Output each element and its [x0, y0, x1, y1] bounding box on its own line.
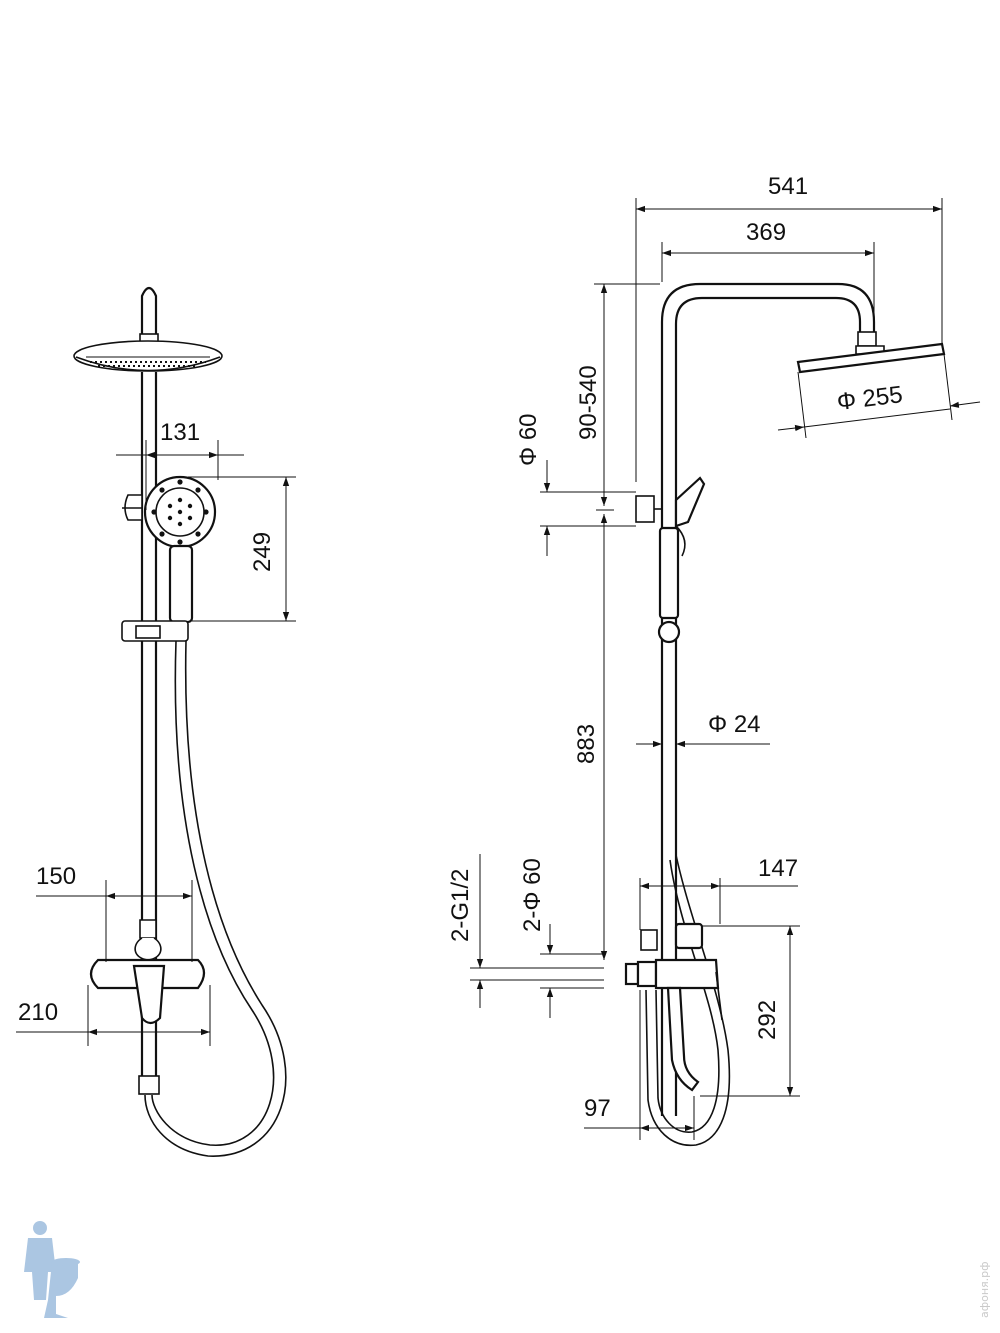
dim-97-label: 97 [584, 1095, 611, 1122]
hand-shower-side [657, 526, 681, 644]
dim-292-label: 292 [754, 1000, 781, 1040]
plumber-mascot-logo [24, 1221, 80, 1318]
dim-bracket-60-label: Φ 60 [515, 413, 542, 466]
dim-255-label: Φ 255 [835, 381, 904, 416]
dim-150-label: 150 [36, 863, 76, 890]
dim-90-540-label: 90-540 [575, 365, 602, 440]
riser-pipe-side [660, 282, 877, 1116]
mixer-side [624, 922, 723, 1092]
dim-541-label: 541 [768, 173, 808, 200]
front-dimensions: 131 249 150 210 [16, 419, 296, 1046]
dim-883-label: 883 [573, 724, 600, 764]
top-arm [139, 286, 159, 345]
dim-131-label: 131 [160, 419, 200, 446]
shower-head-nozzles [90, 361, 206, 367]
shower-head-side [796, 342, 946, 374]
hand-shower-nozzles [151, 479, 209, 545]
shower-head-front [73, 340, 223, 372]
hose-side [645, 854, 731, 1147]
dim-210-label: 210 [18, 999, 58, 1026]
side-dimensions: 541 369 Φ 255 90-540 883 Φ 60 Φ 24 [447, 173, 981, 1140]
hose-front [144, 640, 287, 1157]
watermark-text: афоня.рф [978, 1261, 991, 1318]
diverter-knob [122, 494, 143, 521]
dim-147-label: 147 [758, 855, 798, 882]
hand-shower-front [143, 475, 217, 624]
dim-thread-label: 2-G1/2 [447, 869, 474, 942]
slide-bracket [121, 620, 189, 642]
dim-249-label: 249 [249, 532, 276, 572]
dim-flange-60-label: 2-Φ 60 [519, 858, 546, 932]
front-view [73, 286, 287, 1157]
bracket-side [635, 476, 706, 557]
dim-369-label: 369 [746, 219, 786, 246]
side-view [624, 282, 946, 1147]
dim-24-label: Φ 24 [708, 711, 761, 738]
mixer-front [89, 919, 206, 1025]
